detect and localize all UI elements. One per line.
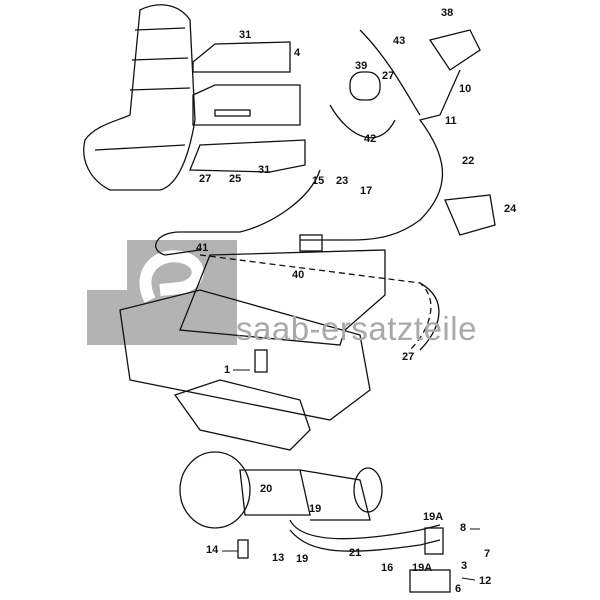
watermark-logo xyxy=(87,240,237,345)
callout-7: 7 xyxy=(484,548,491,560)
leader-lines xyxy=(222,369,480,581)
callout-1: 1 xyxy=(224,364,231,376)
callout-24: 24 xyxy=(504,203,517,215)
callout-21: 21 xyxy=(349,547,362,559)
callout-13: 13 xyxy=(272,552,285,564)
callout-40: 40 xyxy=(292,269,305,281)
callout-25: 25 xyxy=(229,173,242,185)
callout-6: 6 xyxy=(455,583,462,595)
callout-20: 20 xyxy=(260,483,273,495)
callout-22: 22 xyxy=(462,155,475,167)
callout-3: 3 xyxy=(461,560,468,572)
callout-14: 14 xyxy=(206,544,219,556)
callout-19: 19 xyxy=(309,503,322,515)
callout-43: 43 xyxy=(393,35,406,47)
vacuum-hoses xyxy=(155,29,496,351)
callout-31: 31 xyxy=(239,29,252,41)
callout-27b: 27 xyxy=(199,173,212,185)
callout-39: 39 xyxy=(355,60,368,72)
callout-4: 4 xyxy=(294,47,301,59)
callout-41: 41 xyxy=(196,242,209,254)
control-unit-drawing xyxy=(189,41,306,173)
callout-15: 15 xyxy=(312,175,325,187)
intake-manifold xyxy=(119,249,386,451)
callout-19a: 19A xyxy=(423,511,444,523)
callout-8: 8 xyxy=(460,522,467,534)
turbo-drawing xyxy=(179,451,451,593)
callout-23: 23 xyxy=(336,175,349,187)
callout-42: 42 xyxy=(364,133,377,145)
callout-10: 10 xyxy=(459,83,472,95)
callout-17: 17 xyxy=(360,185,373,197)
watermark-text: saab-ersatzteile xyxy=(236,310,477,347)
callout-31b: 31 xyxy=(258,164,271,176)
callout-16: 16 xyxy=(381,562,394,574)
callout-19a-b: 19A xyxy=(412,562,433,574)
callout-12: 12 xyxy=(479,575,492,587)
callout-19b: 19 xyxy=(296,553,309,565)
callout-27: 27 xyxy=(382,70,395,82)
callout-11: 11 xyxy=(445,115,457,127)
seat-drawing xyxy=(83,4,196,191)
callout-27c: 27 xyxy=(402,351,415,363)
callout-38: 38 xyxy=(441,7,454,19)
